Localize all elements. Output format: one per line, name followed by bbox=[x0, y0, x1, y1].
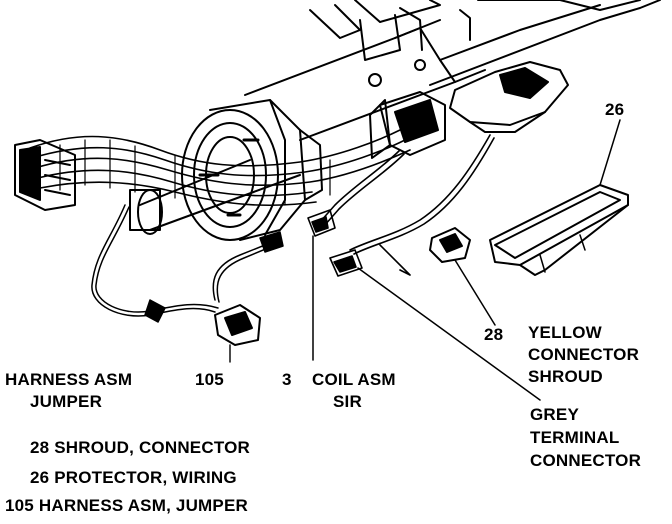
connector-105-body bbox=[214, 304, 261, 346]
coil-asm-label-line2: SIR bbox=[333, 392, 362, 411]
grey-connector-wire bbox=[329, 134, 541, 401]
legend-item-28: 28 SHROUD, CONNECTOR bbox=[30, 438, 250, 457]
column-upper-bracket bbox=[309, 0, 661, 87]
connector-shroud-28 bbox=[429, 227, 496, 326]
legend-item-26: 26 PROTECTOR, WIRING bbox=[30, 468, 237, 487]
callout-105: 105 bbox=[195, 370, 224, 389]
wiring-protector-26 bbox=[489, 119, 629, 276]
harness-asm-label-line2: JUMPER bbox=[30, 392, 103, 411]
callout-26: 26 bbox=[605, 100, 625, 119]
coil-pigtail-wire bbox=[307, 149, 405, 361]
harness-left-connector bbox=[14, 139, 76, 211]
jumper-harness-wire bbox=[91, 204, 284, 323]
grey-connector-label-line2: TERMINAL bbox=[530, 428, 620, 447]
grey-connector-label-line3: CONNECTOR bbox=[530, 451, 642, 470]
yellow-shroud-label-line3: SHROUD bbox=[528, 367, 603, 386]
callout-3: 3 bbox=[282, 370, 292, 389]
grey-connector-label-line1: GREY bbox=[530, 405, 579, 424]
legend-item-105: 105 HARNESS ASM, JUMPER bbox=[5, 496, 248, 515]
coil-asm-label-line1: COIL ASM bbox=[312, 370, 396, 389]
yellow-shroud-label-line2: CONNECTOR bbox=[528, 345, 640, 364]
yellow-shroud-label-line1: YELLOW bbox=[528, 323, 602, 342]
wiring-harness-bundle bbox=[29, 129, 411, 207]
sir-connector-block bbox=[369, 91, 446, 159]
tilt-lever-housing bbox=[449, 61, 569, 133]
callout-28: 28 bbox=[484, 325, 504, 344]
harness-asm-label-line1: HARNESS ASM bbox=[5, 370, 133, 389]
